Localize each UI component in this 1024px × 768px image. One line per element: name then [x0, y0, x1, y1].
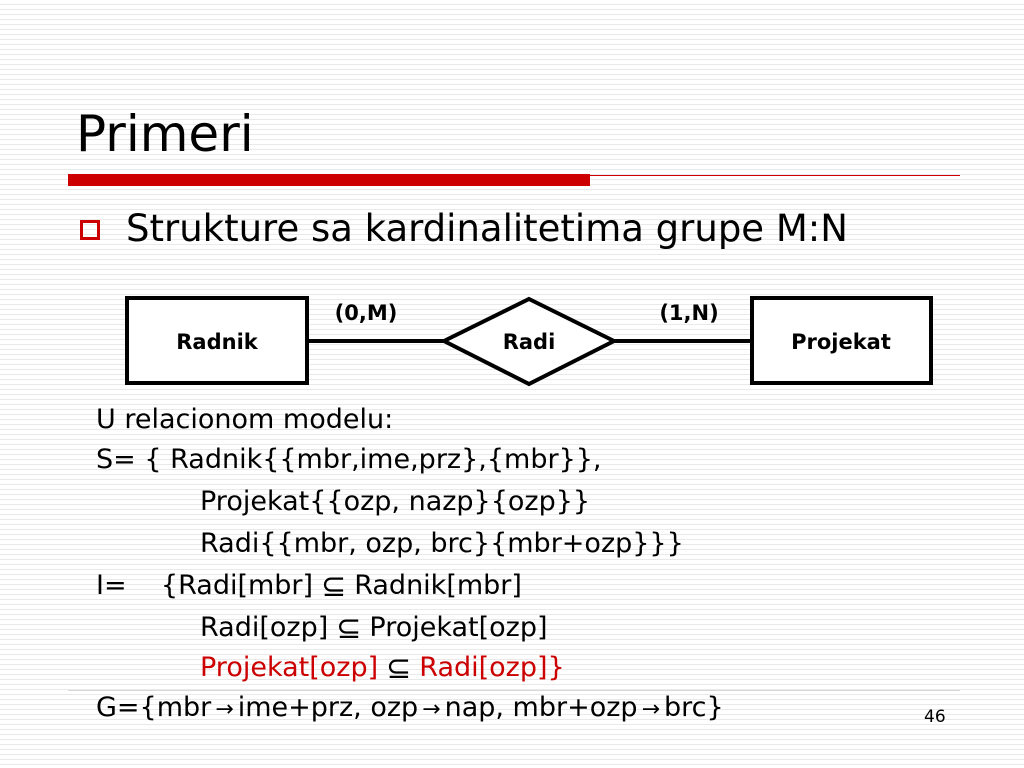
title-underline-thick [68, 174, 590, 186]
text-line-4: Radi{{mbr, ozp, brc}{mbr+ozp}}} [200, 528, 684, 559]
text-line-1: U relacionom modelu: [96, 404, 394, 435]
text-line-7: Projekat[ozp]⊆Radi[ozp]} [200, 648, 565, 688]
entity-radnik-box [125, 296, 309, 385]
line6-left: Radi[ozp] [200, 612, 329, 643]
subset-icon: ⊆ [386, 651, 412, 686]
text-line-5: I= {Radi[mbr]⊆Radnik[mbr] [96, 566, 522, 606]
cardinality-left: (0,M) [335, 301, 398, 325]
line8-a: G={mbr [96, 692, 212, 723]
text-line-2: S= { Radnik{{mbr,ime,prz},{mbr}}, [96, 444, 602, 475]
bullet-text: Strukture sa kardinalitetima grupe M:N [126, 207, 848, 250]
slide-title: Primeri [76, 105, 254, 163]
line5-prefix: I= { [96, 570, 179, 601]
entity-radnik-label: Radnik [176, 330, 259, 354]
relationship-radi-label: Radi [503, 330, 556, 354]
text-line-3: Projekat{{ozp, nazp}{ozp}} [200, 486, 591, 517]
line7-right: Radi[ozp]} [419, 652, 565, 683]
text-line-6: Radi[ozp]⊆Projekat[ozp] [200, 608, 548, 648]
entity-projekat-label: Projekat [791, 330, 891, 354]
line8-c: nap, mbr+ozp [444, 692, 638, 723]
entity-projekat-box [750, 296, 933, 385]
footer-divider [68, 690, 960, 691]
arrow-icon: → [215, 697, 234, 722]
title-underline-thin [590, 175, 960, 176]
page-number: 46 [924, 707, 946, 727]
line8-b: ime+prz, ozp [237, 692, 419, 723]
hollow-square-bullet-icon [80, 220, 100, 240]
arrow-icon: → [422, 697, 441, 722]
subset-icon: ⊆ [336, 611, 362, 646]
line5-right: Radnik[mbr] [354, 570, 522, 601]
line8-d: brc} [664, 692, 724, 723]
subset-icon: ⊆ [321, 569, 347, 604]
line5-left: Radi[mbr] [178, 570, 314, 601]
er-diagram: Radnik Radi Projekat (0,M) (1,N) [125, 296, 933, 387]
relationship-radi-diamond [439, 296, 619, 387]
line6-right: Projekat[ozp] [369, 612, 548, 643]
text-line-8: G={mbr→ime+prz, ozp→nap, mbr+ozp→brc} [96, 688, 724, 730]
arrow-icon: → [641, 697, 660, 722]
line7-left: Projekat[ozp] [200, 652, 379, 683]
cardinality-right: (1,N) [659, 301, 718, 325]
